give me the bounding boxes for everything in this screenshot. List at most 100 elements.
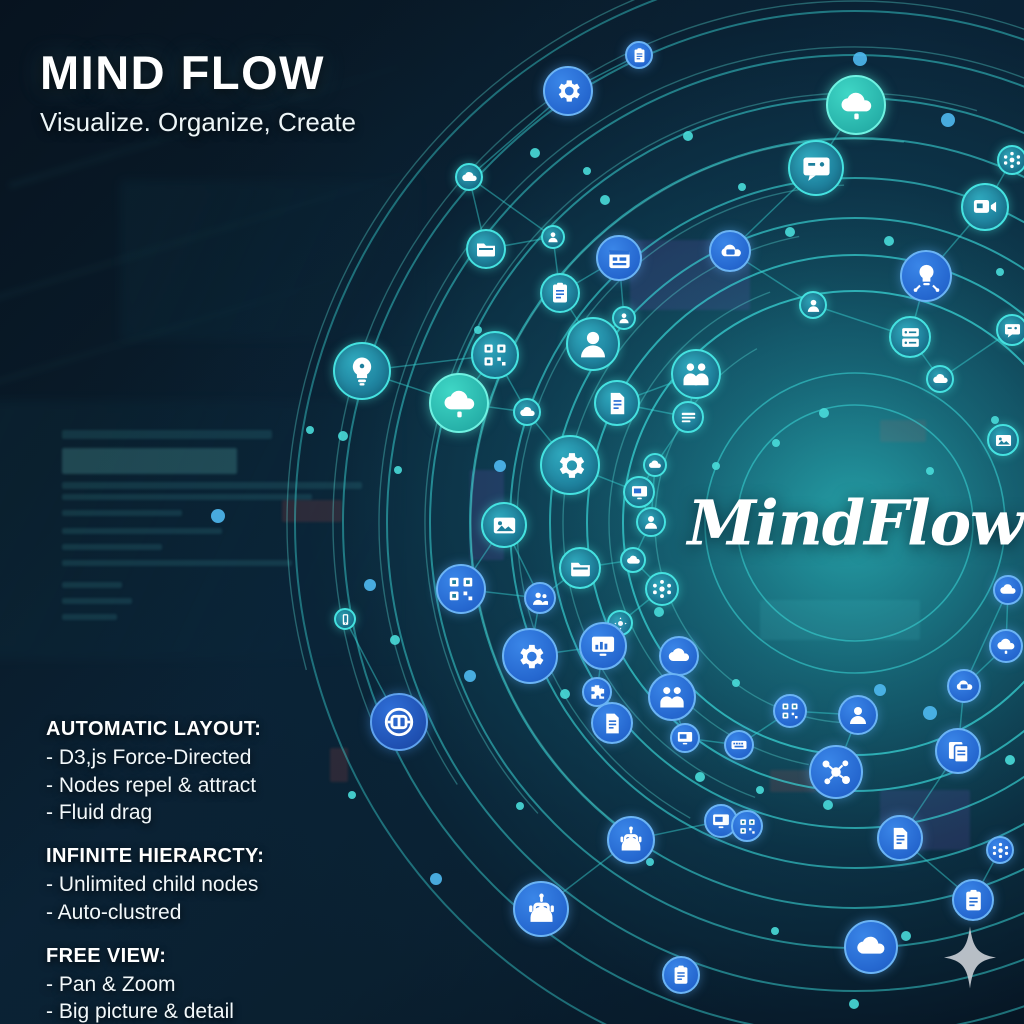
monitor-icon (676, 729, 694, 747)
cloud-icon (461, 169, 478, 186)
feature-item: - Big picture & detail (46, 1000, 234, 1024)
feature-list: AUTOMATIC LAYOUT: - D3,js Force-Directed -… (46, 718, 376, 1024)
graph-node-folder[interactable] (559, 547, 601, 589)
graph-node-idea-network[interactable] (900, 250, 952, 302)
graph-node-molecule[interactable] (809, 745, 863, 799)
cloud-icon (932, 371, 949, 388)
graph-node-network[interactable] (997, 145, 1024, 175)
graph-node-phone[interactable] (334, 608, 356, 630)
graph-node-network[interactable] (645, 572, 679, 606)
feature-heading: FREE VIEW: (46, 944, 167, 967)
idea-network-icon (911, 261, 942, 292)
graph-node-robot[interactable] (607, 816, 655, 864)
graph-node-video[interactable] (961, 183, 1009, 231)
cloud-icon (519, 404, 536, 421)
graph-node-qr[interactable] (773, 694, 807, 728)
graph-node-cloud-upload[interactable] (989, 629, 1023, 663)
graph-node-calendar[interactable] (596, 235, 642, 281)
graph-node-document[interactable] (594, 380, 640, 426)
graph-node-clipboard[interactable] (952, 879, 994, 921)
sparkle-icon (944, 926, 996, 994)
graph-node-user[interactable] (838, 695, 878, 735)
cloud-folder-icon (954, 676, 974, 696)
graph-node-folder[interactable] (466, 229, 506, 269)
network-icon (992, 842, 1009, 859)
user-icon (546, 230, 560, 244)
graph-node-document[interactable] (591, 702, 633, 744)
graph-node-user[interactable] (541, 225, 565, 249)
feature-item: - D3,js Force-Directed (46, 746, 252, 769)
group-icon (531, 589, 550, 608)
graph-node-handle[interactable] (370, 693, 428, 751)
page-subtitle: Visualize. Organize, Create (40, 107, 357, 138)
graph-node-chat[interactable] (996, 314, 1024, 346)
graph-node-people[interactable] (671, 349, 721, 399)
graph-node-server[interactable] (889, 316, 931, 358)
graph-node-people[interactable] (648, 673, 696, 721)
graph-node-cloud[interactable] (659, 636, 699, 676)
graph-node-keyboard[interactable] (724, 730, 754, 760)
feature-group: INFINITE HIERARCTY:- Unlimited child nod… (46, 845, 376, 926)
cloud-upload-icon (442, 386, 477, 421)
graph-node-monitor[interactable] (623, 476, 655, 508)
graph-node-chat[interactable] (788, 140, 844, 196)
graph-node-cloud[interactable] (643, 453, 667, 477)
graph-node-qr[interactable] (731, 810, 763, 842)
feature-group: AUTOMATIC LAYOUT: - D3,js Force-Directed -… (46, 718, 376, 827)
graph-node-clipboard[interactable] (662, 956, 700, 994)
graph-node-gear[interactable] (543, 66, 593, 116)
network-icon (652, 579, 672, 599)
graph-node-cloud[interactable] (993, 575, 1023, 605)
graph-node-document[interactable] (877, 815, 923, 861)
graph-node-cloud[interactable] (513, 398, 541, 426)
qr-icon (446, 574, 476, 604)
graph-node-qr[interactable] (436, 564, 486, 614)
clipboard-icon (631, 47, 648, 64)
graph-node-clipboard[interactable] (625, 41, 653, 69)
graph-node-list[interactable] (672, 401, 704, 433)
lightbulb-icon (345, 354, 379, 388)
chat-icon (1003, 321, 1022, 340)
clipboard-icon (548, 281, 572, 305)
graph-node-clipboard[interactable] (540, 273, 580, 313)
graph-node-cloud[interactable] (620, 547, 646, 573)
robot-icon (617, 826, 645, 854)
brand-wordmark: MindFlow (687, 486, 1024, 560)
qr-icon (780, 701, 800, 721)
graph-node-monitor[interactable] (670, 723, 700, 753)
graph-node-group[interactable] (524, 582, 556, 614)
graph-node-cloud-upload[interactable] (826, 75, 886, 135)
graph-node-lightbulb[interactable] (333, 342, 391, 400)
graph-node-user[interactable] (612, 306, 636, 330)
graph-node-cloud-folder[interactable] (709, 230, 751, 272)
graph-node-cloud[interactable] (844, 920, 898, 974)
monitor-icon (711, 811, 731, 831)
cloud-icon (667, 644, 691, 668)
graph-node-image[interactable] (481, 502, 527, 548)
graph-node-gear[interactable] (540, 435, 600, 495)
graph-node-network[interactable] (986, 836, 1014, 864)
graph-node-user-large[interactable] (566, 317, 620, 371)
graph-node-cloud[interactable] (926, 365, 954, 393)
graph-node-user[interactable] (799, 291, 827, 319)
graph-node-cloud-folder[interactable] (947, 669, 981, 703)
graph-node-monitor-chart[interactable] (579, 622, 627, 670)
robot-icon (525, 893, 558, 926)
user-large-icon (577, 328, 609, 360)
graph-node-gear[interactable] (502, 628, 558, 684)
feature-heading: AUTOMATIC LAYOUT: (46, 718, 262, 740)
user-icon (805, 297, 822, 314)
graph-node-robot[interactable] (513, 881, 569, 937)
puzzle-icon (588, 683, 606, 701)
feature-group: FREE VIEW:- Pan & Zoom- Big picture & de… (46, 945, 376, 1024)
molecule-icon (820, 756, 852, 788)
feature-item: - Nodes repel & attract (46, 773, 257, 797)
graph-node-user[interactable] (636, 507, 666, 537)
graph-node-qr[interactable] (471, 331, 519, 379)
monitor-icon (630, 483, 649, 502)
graph-node-copy[interactable] (935, 728, 981, 774)
graph-node-image[interactable] (987, 424, 1019, 456)
graph-node-cloud[interactable] (455, 163, 483, 191)
document-icon (604, 390, 631, 417)
graph-node-cloud-upload[interactable] (429, 373, 489, 433)
